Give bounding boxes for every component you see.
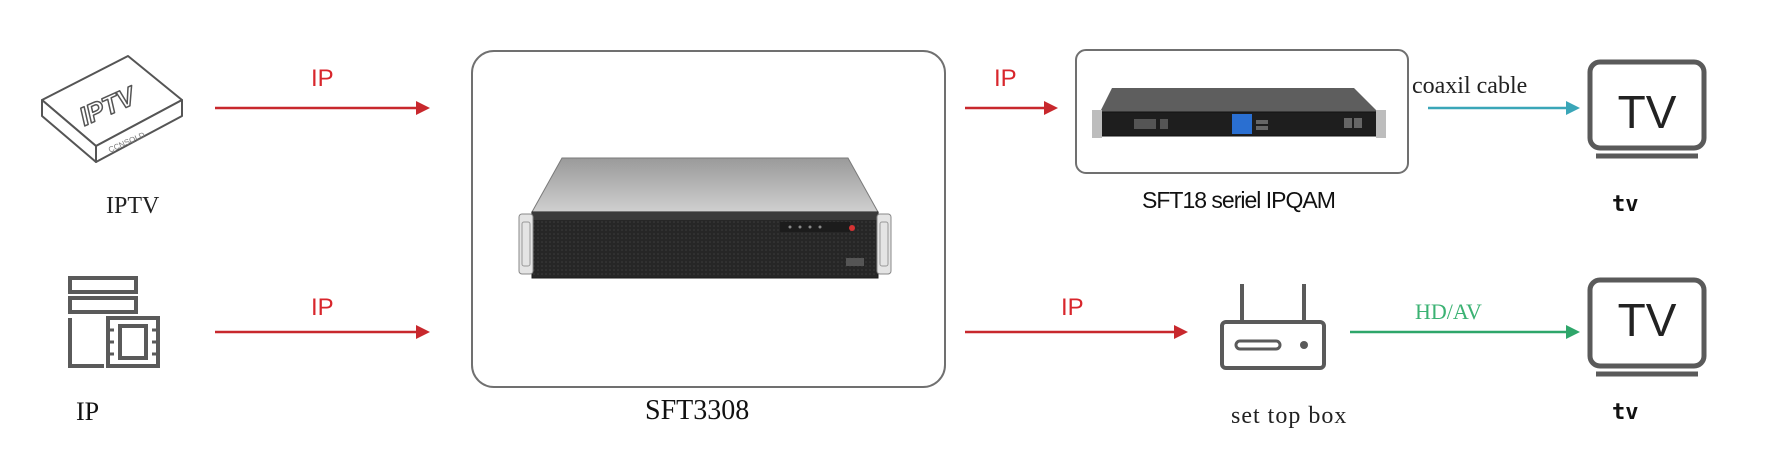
arrow-sft3308-to-ipqam [965,101,1058,115]
arrow-iptv-to-sft3308 [215,101,430,115]
sft3308-server-image [518,157,892,279]
tv-label-bottom: tv [1612,400,1639,425]
coax-cable-label: coaxil cable [1412,73,1528,99]
ip-source-label: IP [76,397,100,426]
tv-icon-bottom: TV [1587,277,1707,377]
arrow-label-ip-3: IP [994,65,1017,92]
arrow-label-ip-4: IP [1061,294,1084,321]
set-top-box-label: set top box [1231,403,1348,429]
hdav-label: HD/AV [1415,299,1482,324]
tv-label-top: tv [1612,192,1639,217]
tv-icon-top: TV [1587,59,1707,159]
arrow-sft3308-to-stb [965,325,1188,339]
main-device-label: SFT3308 [645,395,750,426]
arrow-coax-cable [1428,101,1580,115]
iptv-source-label: IPTV [106,193,160,219]
router-icon [1220,284,1326,370]
arrow-label-ip-2: IP [311,294,334,321]
ipqam-device-image [1092,88,1386,138]
ipqam-device-label: SFT18 seriel IPQAM [1142,187,1336,213]
arrow-hdav [1350,325,1580,339]
server-media-icon [68,276,160,368]
tv-screen-label-bottom: TV [1618,294,1677,346]
arrow-label-ip-1: IP [311,65,334,92]
tv-screen-label-top: TV [1618,86,1677,138]
iptv-box-icon: IPTV CCNSOLD [41,55,183,163]
arrow-ip-to-sft3308 [215,325,430,339]
